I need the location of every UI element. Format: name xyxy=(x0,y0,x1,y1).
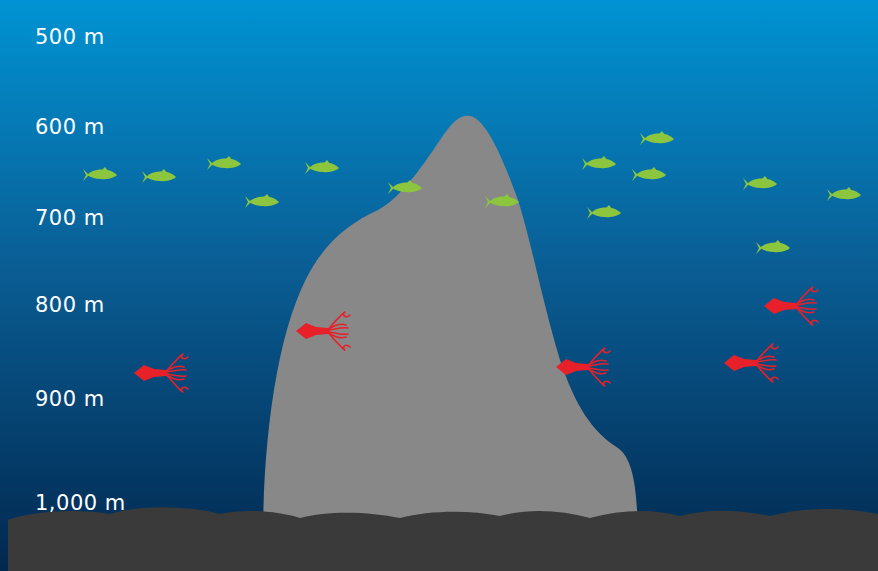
seamount xyxy=(263,116,638,552)
fish-icon xyxy=(245,194,279,208)
depth-label: 700 m xyxy=(35,205,105,231)
fish-icon xyxy=(756,240,790,254)
squid-icon xyxy=(764,287,818,325)
fish-icon xyxy=(485,194,519,208)
squid-icon xyxy=(556,348,610,386)
fish-icon xyxy=(827,187,861,201)
depth-label: 900 m xyxy=(35,386,105,412)
fish-icon xyxy=(743,176,777,190)
fish-icon xyxy=(142,169,176,183)
fish-icon xyxy=(587,205,621,219)
depth-label: 1,000 m xyxy=(35,490,126,516)
fish-icon xyxy=(83,167,117,181)
fish-icon xyxy=(388,180,422,194)
fish-icon xyxy=(632,167,666,181)
sea-floor xyxy=(8,507,878,571)
depth-label: 800 m xyxy=(35,292,105,318)
depth-label: 500 m xyxy=(35,24,105,50)
fish-icon xyxy=(305,160,339,174)
fish-icon xyxy=(582,156,616,170)
fish-icon xyxy=(207,156,241,170)
squid-icon xyxy=(134,354,188,392)
squid-group xyxy=(134,287,818,392)
fish-icon xyxy=(640,131,674,145)
depth-label: 600 m xyxy=(35,114,105,140)
fish-school xyxy=(83,131,861,254)
squid-icon xyxy=(724,344,778,382)
squid-icon xyxy=(296,312,350,350)
